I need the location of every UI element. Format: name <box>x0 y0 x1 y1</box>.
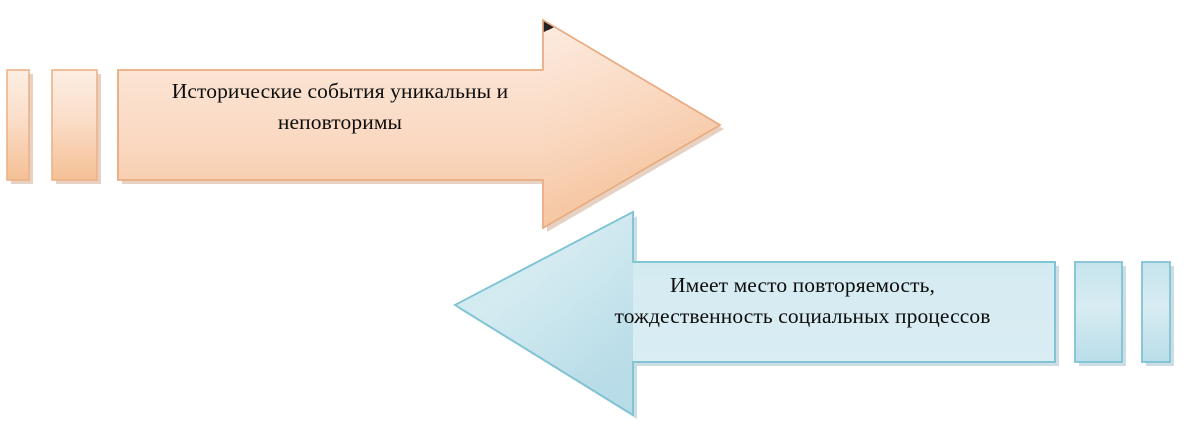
orange-bar-narrow[interactable] <box>6 69 30 181</box>
orange-arrow-head-shading <box>543 20 720 228</box>
blue-arrow-outline <box>453 210 1056 417</box>
blue-bar-wide[interactable] <box>1074 261 1123 363</box>
blue-arrow-group[interactable] <box>453 210 1174 419</box>
blue-arrow-head-shading <box>455 212 633 415</box>
orange-arrow-group[interactable] <box>6 18 724 232</box>
orange-arrow-outline <box>117 18 722 230</box>
orange-bar-wide[interactable] <box>51 69 98 181</box>
blue-bar-narrow[interactable] <box>1141 261 1171 363</box>
